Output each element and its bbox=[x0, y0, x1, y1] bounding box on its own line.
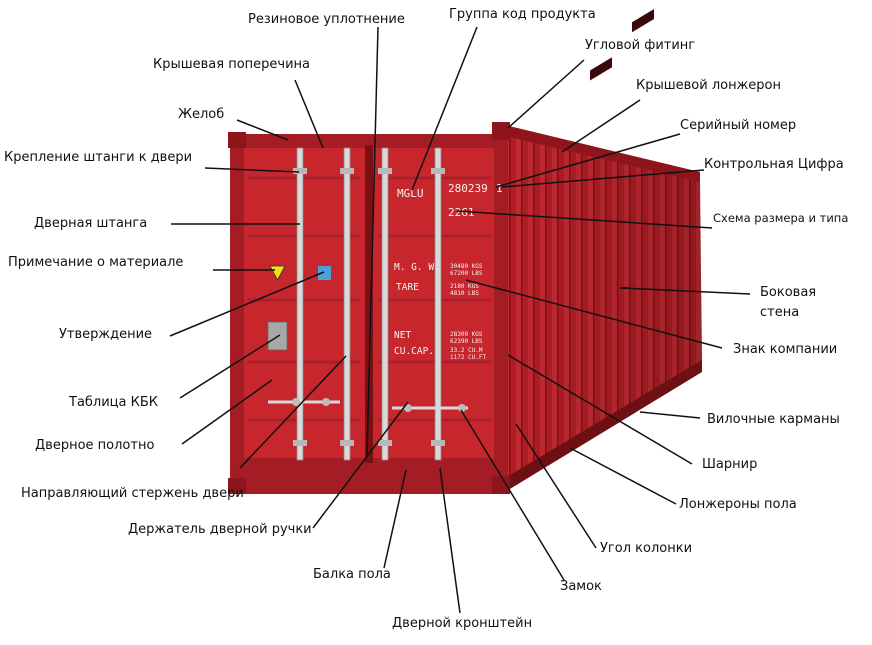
marking-tare-label: TARE bbox=[396, 282, 419, 293]
door-panel-ribs bbox=[248, 176, 490, 422]
leader-serial bbox=[495, 133, 681, 188]
label-roof-crossbar: Крышевая поперечина bbox=[153, 57, 311, 72]
label-gutter: Желоб bbox=[178, 107, 225, 122]
door-seam bbox=[365, 145, 373, 463]
forklift-pocket-2 bbox=[632, 9, 654, 33]
leader-floor-rails bbox=[569, 447, 677, 505]
leader-side-wall bbox=[621, 287, 751, 295]
side-wall-shade bbox=[505, 132, 702, 490]
label-door-bar-mount: Крепление штанги к двери bbox=[4, 150, 193, 165]
label-door-guide-rod: Направляющий стержень двери bbox=[21, 486, 244, 501]
label-serial-number: Серийный номер bbox=[680, 118, 797, 133]
leader-roof-crossbar bbox=[294, 79, 324, 149]
corner-fitting-bl bbox=[228, 478, 246, 494]
leader-gutter bbox=[236, 119, 289, 141]
bar-guides bbox=[293, 168, 445, 446]
label-floor-beam: Балка пола bbox=[313, 567, 391, 582]
label-door-bar: Дверная штанга bbox=[34, 216, 148, 231]
leader-product-code bbox=[411, 26, 478, 191]
bottom-side-rail-shape bbox=[505, 360, 702, 492]
leader-door-bar-mount bbox=[204, 167, 300, 173]
label-roof-rail: Крышевой лонжерон bbox=[636, 78, 782, 93]
corner-fitting-tr bbox=[492, 122, 510, 140]
leader-corner-post bbox=[515, 423, 597, 549]
marking-size-type: 22G1 bbox=[448, 206, 475, 219]
corner-fitting-tl bbox=[228, 132, 246, 148]
leader-approval bbox=[169, 271, 325, 337]
marking-net-label: NET bbox=[394, 330, 411, 341]
leader-size-type bbox=[456, 210, 713, 229]
marking-cucap-label: CU.CAP. bbox=[394, 346, 434, 357]
label-corner-post: Угол колонки bbox=[600, 541, 693, 556]
label-door-panel: Дверное полотно bbox=[35, 438, 155, 453]
leader-rubber-seal bbox=[366, 26, 379, 456]
left-corner-post bbox=[230, 134, 244, 494]
marking-serial: 280239 bbox=[448, 182, 488, 195]
leader-door-bracket bbox=[439, 467, 461, 614]
leader-lines bbox=[169, 26, 751, 614]
marking-owner-code: MGLU bbox=[397, 187, 424, 200]
handle-holders bbox=[292, 398, 466, 412]
label-corner-fitting: Угловой фитинг bbox=[585, 38, 696, 53]
leader-floor-beam bbox=[383, 469, 407, 569]
leader-hinge bbox=[507, 354, 693, 465]
label-material-note: Примечание о материале bbox=[8, 255, 184, 270]
leader-company-mark bbox=[465, 279, 723, 349]
approval-plate bbox=[318, 266, 331, 280]
leader-door-handle-holder bbox=[312, 401, 409, 529]
leader-door-panel bbox=[181, 379, 273, 445]
leader-check-digit bbox=[501, 169, 705, 188]
marking-check-digit: 1 bbox=[496, 182, 503, 195]
bottom-sill-frame bbox=[230, 458, 508, 494]
leader-roof-rail bbox=[561, 99, 641, 153]
leader-lock bbox=[460, 409, 565, 581]
label-door-handle-holder: Держатель дверной ручки bbox=[128, 522, 312, 537]
label-check-digit: Контрольная Цифра bbox=[704, 157, 844, 172]
label-lock: Замок bbox=[560, 579, 602, 594]
marking-mgw-label: M. G. W. bbox=[394, 262, 440, 273]
label-approval: Утверждение bbox=[59, 327, 153, 342]
label-size-type-code: Схема размера и типа bbox=[713, 211, 849, 225]
label-product-code-group: Группа код продукта bbox=[449, 7, 596, 22]
label-csc-plate: Таблица КБК bbox=[69, 395, 159, 410]
top-header-frame bbox=[230, 134, 508, 148]
forklift-pocket-1 bbox=[590, 57, 612, 81]
roof-rail-shape bbox=[505, 125, 700, 182]
label-floor-rails: Лонжероны пола bbox=[679, 497, 797, 512]
label-company-mark: Знак компании bbox=[733, 342, 838, 357]
locking-bars bbox=[296, 147, 442, 461]
label-side-wall: Боковая стена bbox=[760, 285, 817, 320]
label-forklift-pockets: Вилочные карманы bbox=[707, 412, 840, 427]
label-rubber-seal: Резиновое уплотнение bbox=[248, 12, 405, 27]
label-hinge: Шарнир bbox=[702, 457, 758, 472]
leader-corner-fitting bbox=[507, 59, 585, 129]
corner-fitting-br bbox=[492, 476, 510, 494]
label-door-bracket: Дверной кронштейн bbox=[392, 616, 533, 631]
leader-csc bbox=[179, 334, 281, 399]
right-corner-post bbox=[494, 134, 508, 494]
leader-door-guide-rod bbox=[239, 355, 347, 469]
leader-forklift bbox=[639, 411, 701, 419]
